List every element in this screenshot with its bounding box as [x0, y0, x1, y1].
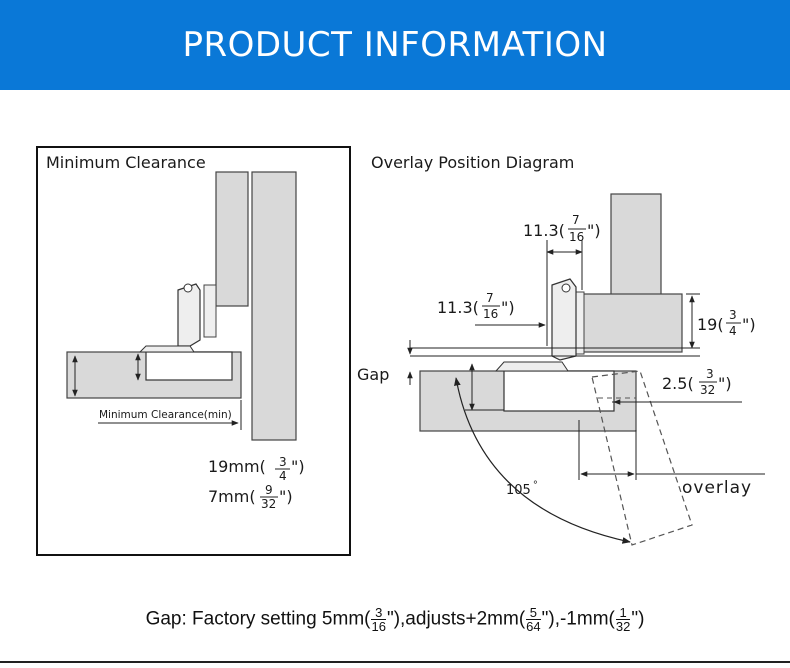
left-dim-19mm-den: 4 [279, 469, 287, 483]
dim-mid-prefix: 11.3( [437, 298, 479, 317]
door-panel [215, 171, 249, 307]
gap-note-tail: ") [631, 608, 645, 630]
left-dim-19mm-suffix: ") [291, 457, 305, 476]
overlay-label: overlay [682, 478, 752, 498]
hinge-cup-bore-right [503, 370, 615, 412]
hinge-cup [138, 345, 195, 353]
dim-mid-suffix: ") [501, 298, 515, 317]
header-banner: PRODUCT INFORMATION [0, 0, 790, 90]
dim-gap-small-den: 32 [700, 383, 715, 397]
dim-gap-small-prefix: 2.5( [662, 374, 694, 393]
dim-top-num: 7 [572, 213, 580, 227]
dim-mid-den: 16 [483, 307, 498, 321]
dim-right-prefix: 19( [697, 315, 724, 334]
min-clearance-label: Minimum Clearance(min) [99, 409, 232, 421]
opening-angle-arc [454, 377, 631, 544]
cabinet-side-right [581, 293, 683, 353]
hinge-pivot [183, 283, 193, 293]
gap-note-mid: "),adjusts+2mm( [386, 608, 526, 630]
bottom-divider [0, 661, 790, 663]
dim-top-den: 16 [569, 230, 584, 244]
dim-right-suffix: ") [742, 315, 756, 334]
left-dim-7mm: 7mm( [208, 487, 256, 506]
hinge-pivot-right [561, 283, 571, 293]
dim-top-prefix: 11.3( [523, 221, 565, 240]
hinge-cup-right [494, 361, 569, 372]
hinge-arm [177, 283, 201, 347]
page-title: PRODUCT INFORMATION [182, 25, 608, 65]
left-dim-7mm-num: 9 [265, 483, 273, 497]
cabinet-side [251, 171, 297, 441]
left-dim-7mm-suffix: ") [279, 487, 293, 506]
gap-note-mid2: "),-1mm( [541, 608, 615, 630]
left-panel-frame [36, 146, 351, 556]
left-dim-7mm-den: 32 [261, 497, 276, 511]
mounting-plate [203, 284, 217, 338]
left-dim-19mm-num: 3 [279, 455, 287, 469]
dim-right-num: 3 [729, 308, 737, 322]
dim-mid-num: 7 [486, 291, 494, 305]
hinge-cup-bore [145, 351, 233, 381]
dim-gap-small-suffix: ") [718, 374, 732, 393]
gap-label: Gap [357, 365, 389, 384]
mounting-plate-right [575, 291, 585, 355]
dim-gap-small-num: 3 [706, 367, 714, 381]
dim-top-suffix: ") [587, 221, 601, 240]
left-dim-19mm: 19mm( [208, 457, 266, 476]
left-panel-title: Minimum Clearance [46, 153, 206, 172]
right-panel-title: Overlay Position Diagram [371, 153, 574, 172]
angle-label: 105° [506, 480, 538, 498]
dim-right-den: 4 [729, 324, 737, 338]
gap-note-lead: Gap: Factory setting 5mm( [145, 608, 371, 630]
